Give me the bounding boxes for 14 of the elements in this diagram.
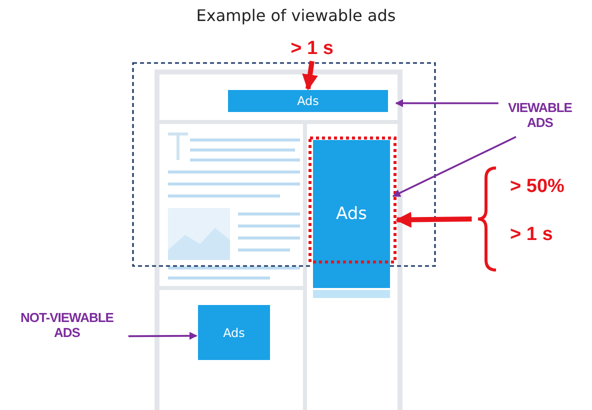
- arrow: [128, 332, 198, 340]
- arrow: [395, 99, 498, 108]
- callout-label: NOT-VIEWABLE ADS: [8, 305, 126, 345]
- arrow: [392, 136, 516, 198]
- title: Example of viewable ads: [195, 6, 397, 25]
- arrow: [302, 60, 318, 90]
- threshold-label: > 50%: [510, 176, 564, 198]
- threshold-label: > 1 s: [510, 224, 553, 246]
- ad-block: Ads: [228, 90, 388, 112]
- callout-label: VIEWABLE ADS: [500, 94, 580, 136]
- threshold-label: > 1 s: [290, 38, 334, 60]
- arrow: [395, 212, 472, 228]
- ad-block: Ads: [313, 140, 390, 288]
- ad-block: Ads: [198, 305, 270, 360]
